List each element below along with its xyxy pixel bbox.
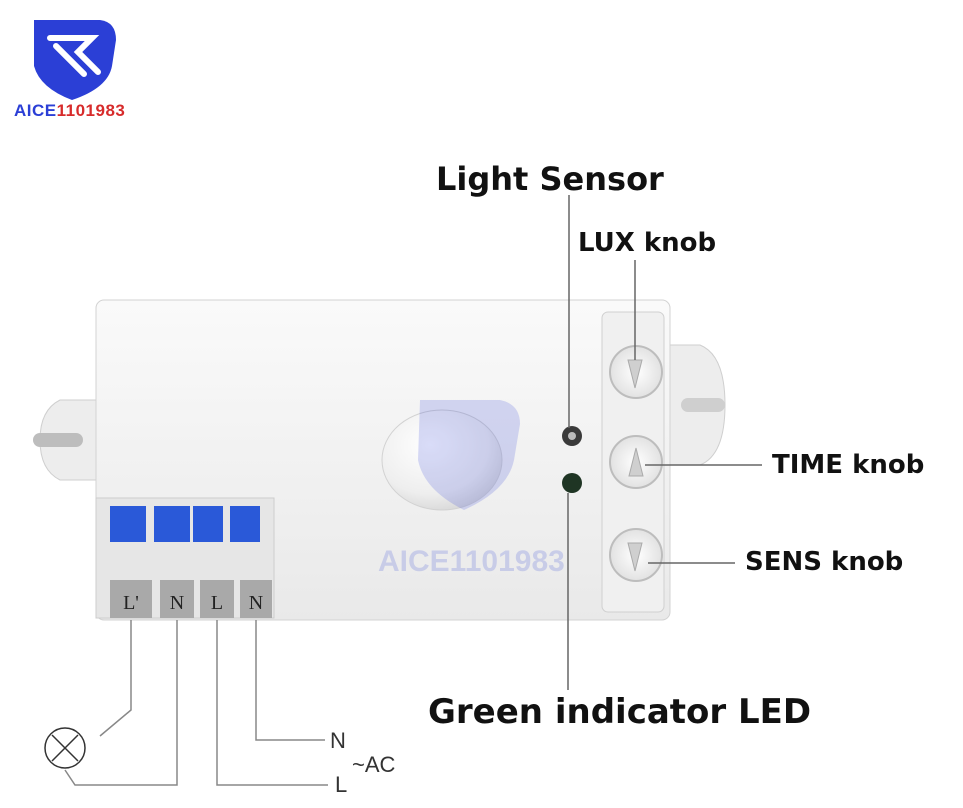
terminal-slots: L' N L N — [110, 580, 272, 618]
terminal-screw-4 — [230, 506, 260, 542]
sens-knob — [609, 528, 663, 582]
lamp-icon — [44, 727, 86, 769]
green-led-label: Green indicator LED — [428, 692, 812, 732]
wire-l-prime — [99, 620, 132, 737]
lux-knob-label: LUX knob — [578, 228, 717, 258]
mounting-flanges — [33, 344, 726, 481]
wire-n-label: N — [330, 728, 346, 753]
watermark-logo — [418, 400, 520, 510]
logo-mark-icon — [47, 35, 101, 77]
terminal-label-n1: N — [170, 592, 184, 614]
terminal-screw-3 — [193, 506, 223, 542]
wiring — [64, 620, 328, 786]
time-knob-label: TIME knob — [772, 450, 925, 480]
brand-suffix: 1101983 — [56, 101, 126, 120]
wire-l-label: L — [335, 772, 348, 797]
terminal-screw-1 — [110, 506, 146, 542]
logo-shield-icon — [34, 20, 116, 100]
callout-lines — [567, 195, 762, 690]
green-indicator-led — [562, 473, 582, 493]
light-sensor-label: Light Sensor — [436, 160, 664, 198]
watermark-text: AICE1101983 — [378, 545, 565, 578]
brand-wordmark: AICE1101983 — [14, 101, 125, 121]
time-knob — [609, 435, 663, 489]
brand-prefix: AICE — [14, 101, 57, 120]
terminal-label-l: L — [211, 592, 223, 614]
terminal-label-l-prime: L' — [123, 592, 139, 614]
sens-knob-label: SENS knob — [745, 547, 904, 577]
wire-n1 — [64, 620, 178, 786]
ac-label: ~AC — [352, 752, 396, 777]
terminal-screw-2 — [154, 506, 190, 542]
brand-logo — [34, 20, 116, 100]
terminal-label-n2: N — [249, 592, 263, 614]
light-sensor-lens — [568, 432, 576, 440]
lux-knob — [609, 345, 663, 399]
wire-l — [216, 620, 328, 786]
sensor-dome — [381, 409, 503, 511]
wire-n2 — [255, 620, 325, 741]
terminal-screws — [110, 506, 260, 542]
